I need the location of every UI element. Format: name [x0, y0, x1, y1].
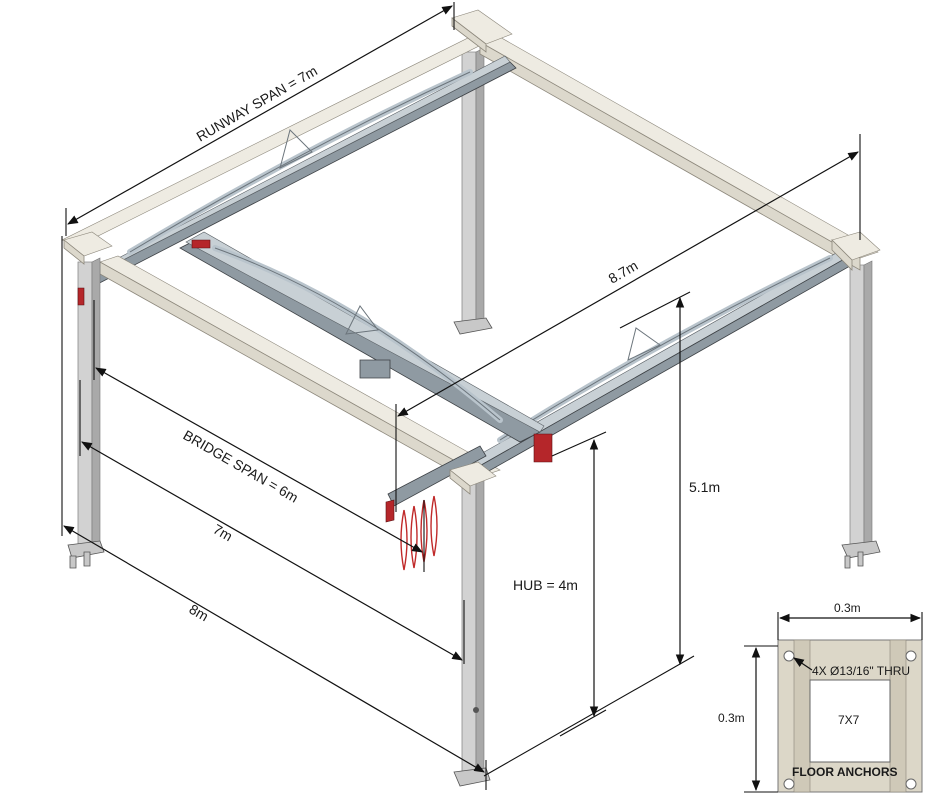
post-front-center — [449, 461, 497, 787]
total-height-label: 5.1m — [689, 479, 720, 495]
anchor-hole — [783, 778, 795, 790]
anchor-hole — [905, 778, 917, 790]
bridge-span-label: BRIDGE SPAN = 6m — [181, 427, 302, 506]
floor-anchor-detail: 0.3m 0.3m 4X Ø13/16" THRU 7X7 FLOOR ANCH… — [718, 601, 923, 793]
overall-diagonal-label: 8.7m — [606, 257, 641, 286]
anchor-hole — [783, 650, 795, 662]
dim-width-outer: 8m — [61, 236, 487, 790]
anchor-holes-note: 4X Ø13/16" THRU — [812, 664, 910, 678]
width-inner-label: 7m — [211, 521, 236, 545]
anchor-center-label: 7X7 — [838, 713, 860, 727]
anchor-width-label: 0.3m — [834, 601, 861, 615]
runway-left — [61, 31, 517, 291]
dim-total-height: 5.1m — [483, 291, 720, 777]
dim-hub-height: HUB = 4m — [513, 431, 607, 737]
hub-height-label: HUB = 4m — [513, 577, 578, 593]
anchor-hole — [905, 650, 917, 662]
beam-back — [479, 35, 879, 271]
post-back-right — [841, 260, 881, 569]
width-outer-label: 8m — [187, 601, 212, 625]
anchor-title: FLOOR ANCHORS — [792, 765, 898, 779]
runway-right — [469, 251, 851, 477]
anchor-height-label: 0.3m — [718, 711, 745, 725]
post-front-left — [63, 231, 113, 569]
